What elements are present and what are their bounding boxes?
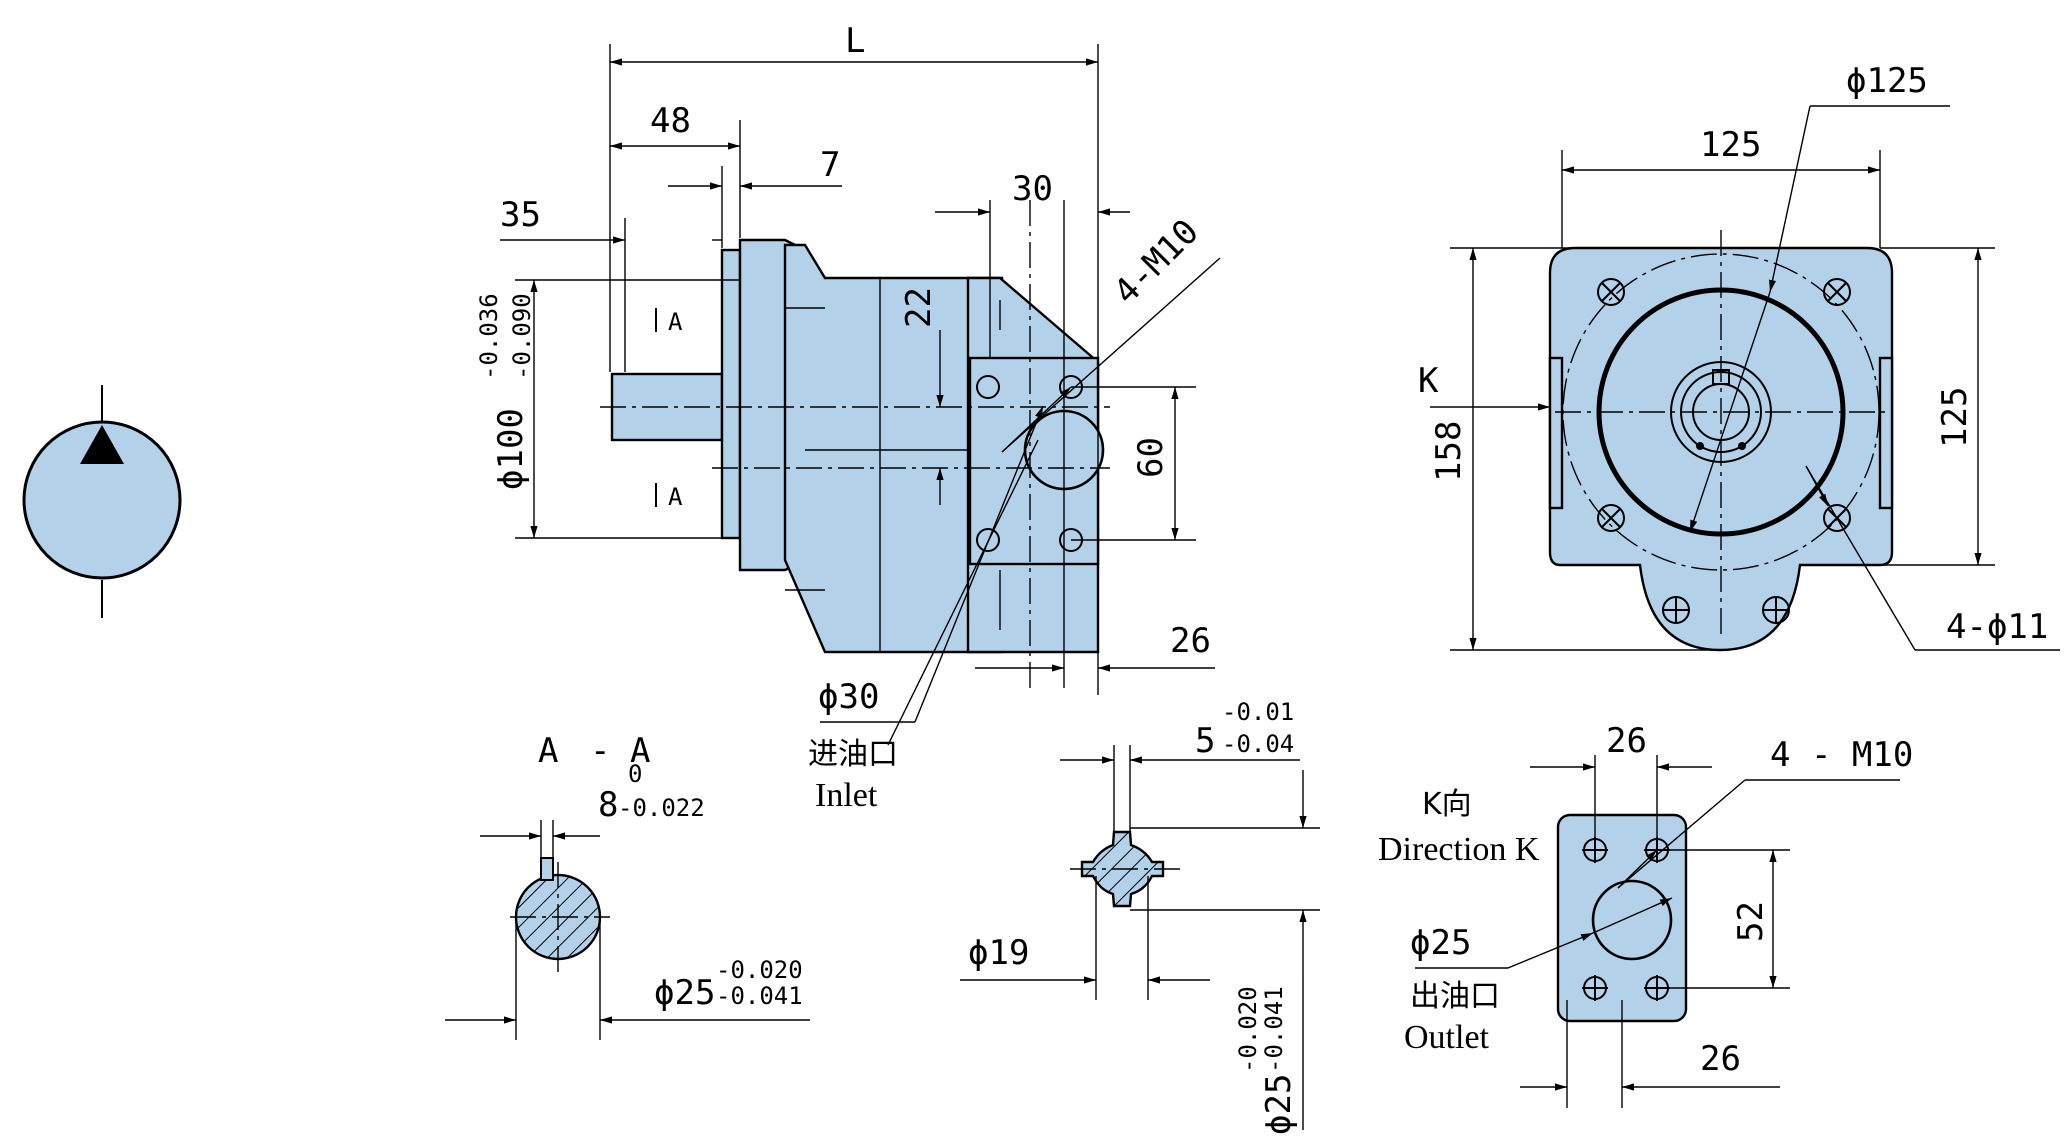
spline-section: [960, 745, 1320, 1130]
tol-phi25-aa-lower: -0.041: [716, 982, 803, 1010]
section-title-dash: -: [590, 731, 610, 771]
hydraulic-pump-symbol: [22, 385, 182, 618]
dim-phi19: ϕ19: [968, 933, 1029, 973]
dim-phi25-aa: ϕ25: [654, 973, 715, 1013]
side-view-dimensions: [500, 44, 1221, 746]
dim-phi100: ϕ100: [491, 408, 531, 490]
label-view-k-arrow: K: [1418, 361, 1439, 401]
dim-48: 48: [650, 101, 691, 141]
dim-phi25-k: ϕ25: [1410, 923, 1471, 963]
dim-key-width-8: 8: [598, 785, 618, 825]
label-outlet-cn: 出油口: [1410, 979, 1500, 1014]
tol-phi100-lower: -0.090: [508, 293, 536, 380]
dim-26-top-k: 26: [1606, 721, 1647, 761]
dim-35: 35: [500, 195, 541, 235]
dim-26-side: 26: [1170, 621, 1211, 661]
label-view-k-en: Direction K: [1378, 831, 1540, 868]
dim-30: 30: [1012, 169, 1053, 209]
label-inlet-cn: 进油口: [808, 737, 898, 772]
dim-158: 158: [1429, 421, 1469, 482]
dim-spline-width-5: 5: [1195, 721, 1215, 761]
tol-phi25-spline-lower: -0.041: [1260, 986, 1288, 1073]
label-inlet-en: Inlet: [815, 777, 878, 814]
tol-spline-width-upper: -0.01: [1222, 698, 1294, 726]
dim-125-vertical: 125: [1935, 387, 1975, 448]
label-outlet-en: Outlet: [1404, 1019, 1490, 1056]
dim-L: L: [845, 21, 865, 61]
tol-phi25-spline-upper: -0.020: [1234, 986, 1262, 1073]
dim-7: 7: [820, 145, 840, 185]
dim-phi125: ϕ125: [1846, 61, 1928, 101]
label-4-phi11: 4-ϕ11: [1946, 607, 2048, 647]
dim-60: 60: [1131, 437, 1171, 478]
front-view: [1548, 230, 1894, 652]
side-view: [600, 200, 1110, 690]
section-title-a-left: A: [538, 731, 558, 771]
label-view-k-cn: K向: [1422, 787, 1472, 822]
tol-spline-width-lower: -0.04: [1222, 730, 1294, 758]
dim-phi30: ϕ30: [818, 677, 879, 717]
label-4-m10-k: 4 - M10: [1770, 735, 1913, 775]
dim-125-horizontal: 125: [1700, 125, 1761, 165]
view-k: [1415, 755, 1900, 1108]
front-view-dimensions: [1430, 105, 2060, 651]
dim-22: 22: [899, 287, 939, 328]
section-a-marker-bottom: A: [668, 483, 683, 511]
dim-phi25-spline: ϕ25: [1259, 1074, 1299, 1135]
section-a-a: [445, 820, 810, 1040]
tol-key-upper: 0: [628, 760, 642, 788]
tol-phi100-upper: -0.036: [475, 293, 503, 380]
tol-key-lower: -0.022: [618, 794, 705, 822]
section-a-marker-top: A: [668, 308, 683, 336]
dim-52: 52: [1731, 901, 1771, 942]
tol-phi25-aa-upper: -0.020: [716, 956, 803, 984]
dim-26-bottom-k: 26: [1700, 1039, 1741, 1079]
section-title-a-right: A: [630, 731, 650, 771]
label-4-m10-side: 4-M10: [1106, 212, 1207, 313]
